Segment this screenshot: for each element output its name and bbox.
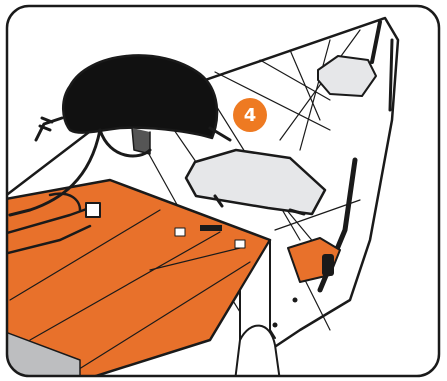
step-number-badge: 4 (233, 98, 267, 132)
seat-backrest (63, 55, 217, 138)
